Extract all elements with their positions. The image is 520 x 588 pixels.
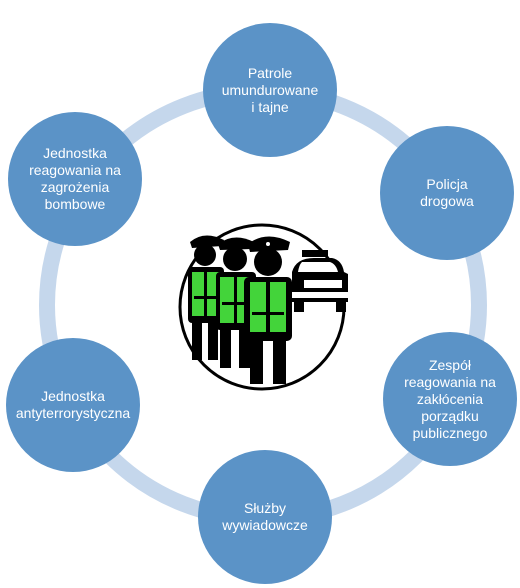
node-bomb-response: Jednostka reagowania na zagrożenia bombo… (8, 112, 142, 246)
node-antiterrorism: Jednostka antyterrorystyczna (6, 338, 140, 472)
officer-figure-icon (244, 236, 292, 384)
officer-figure-icon (188, 235, 224, 360)
node-intelligence: Służby wywiadowcze (198, 450, 332, 584)
police-officers-with-patrol-car-icon (178, 223, 348, 391)
node-patrols: Patrole umundurowane i tajne (203, 23, 337, 157)
node-traffic-police: Policja drogowa (380, 126, 514, 260)
node-riot-response: Zespół reagowania na zakłócenia porządku… (383, 332, 517, 466)
patrol-car-icon (292, 250, 348, 312)
